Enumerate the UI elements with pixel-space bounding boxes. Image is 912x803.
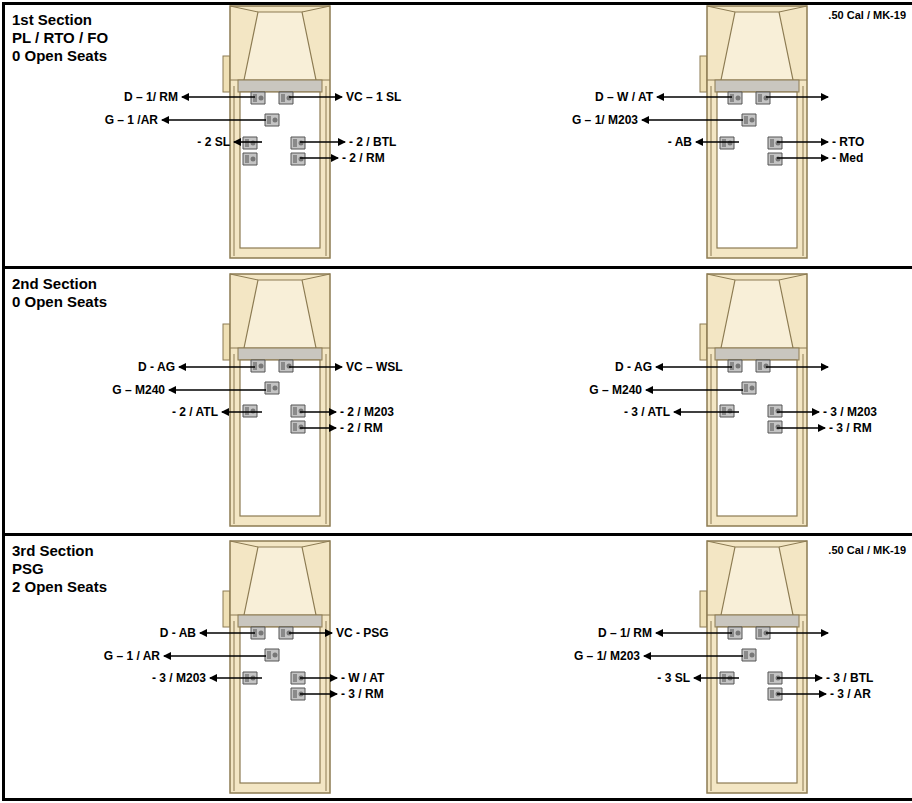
seat-label: - 3 / M203 (152, 671, 206, 685)
seat-label: G – 1 /AR (105, 113, 158, 127)
seat-label: - 3 / M203 (823, 405, 877, 419)
seat-label: - 3 / ATL (624, 405, 670, 419)
section-heading: 2nd Section (12, 275, 107, 293)
seat-label: D – W / AT (595, 90, 653, 104)
seat-label: VC - PSG (336, 626, 389, 640)
section-band: 3rd SectionPSG2 Open Seats (2, 533, 912, 801)
seat-label: G – M240 (112, 383, 165, 397)
section-heading: 0 Open Seats (12, 293, 107, 311)
section-band: 2nd Section0 Open Seats (2, 266, 912, 536)
seat-label: - 3 / RM (829, 421, 872, 435)
weapon-label: .50 Cal / MK-19 (828, 543, 906, 557)
section-heading: PSG (12, 560, 107, 578)
section-heading: 3rd Section (12, 542, 107, 560)
seat-label: - 2 / ATL (172, 405, 218, 419)
seat-label: G – M240 (589, 383, 642, 397)
section-heading: PL / RTO / FO (12, 29, 108, 47)
seat-label: - AB (668, 135, 692, 149)
seat-label: - 2 / RM (340, 421, 383, 435)
seat-label: - RTO (832, 135, 864, 149)
seat-label: - Med (832, 151, 863, 165)
seat-label: D - AG (615, 360, 652, 374)
seat-label: - 3 SL (657, 671, 690, 685)
seat-label: - 2 / M203 (340, 405, 394, 419)
seat-label: G – 1/ M203 (574, 649, 640, 663)
seat-label: - 3 / RM (341, 687, 384, 701)
seat-label: - 2 / RM (342, 151, 385, 165)
section-band: 1st SectionPL / RTO / FO0 Open Seats (2, 2, 912, 269)
seat-label: G – 1/ M203 (572, 113, 638, 127)
seat-label: D - AG (138, 360, 175, 374)
section-heading: 0 Open Seats (12, 47, 108, 65)
seat-label: - W / AT (341, 671, 384, 685)
seat-label: VC – 1 SL (346, 90, 401, 104)
seat-label: - 2 SL (197, 135, 230, 149)
seat-label: D – 1/ RM (124, 90, 178, 104)
weapon-label: .50 Cal / MK-19 (828, 8, 906, 22)
section-heading: 2 Open Seats (12, 578, 107, 596)
section-heading: 1st Section (12, 11, 108, 29)
seat-label: - 3 / BTL (826, 671, 873, 685)
seat-label: G – 1 / AR (104, 649, 160, 663)
seat-label: D – 1/ RM (598, 626, 652, 640)
seat-label: D - AB (160, 626, 196, 640)
seat-label: - 2 / BTL (349, 135, 396, 149)
seat-label: VC – WSL (346, 360, 403, 374)
seat-label: - 3 / AR (830, 687, 871, 701)
